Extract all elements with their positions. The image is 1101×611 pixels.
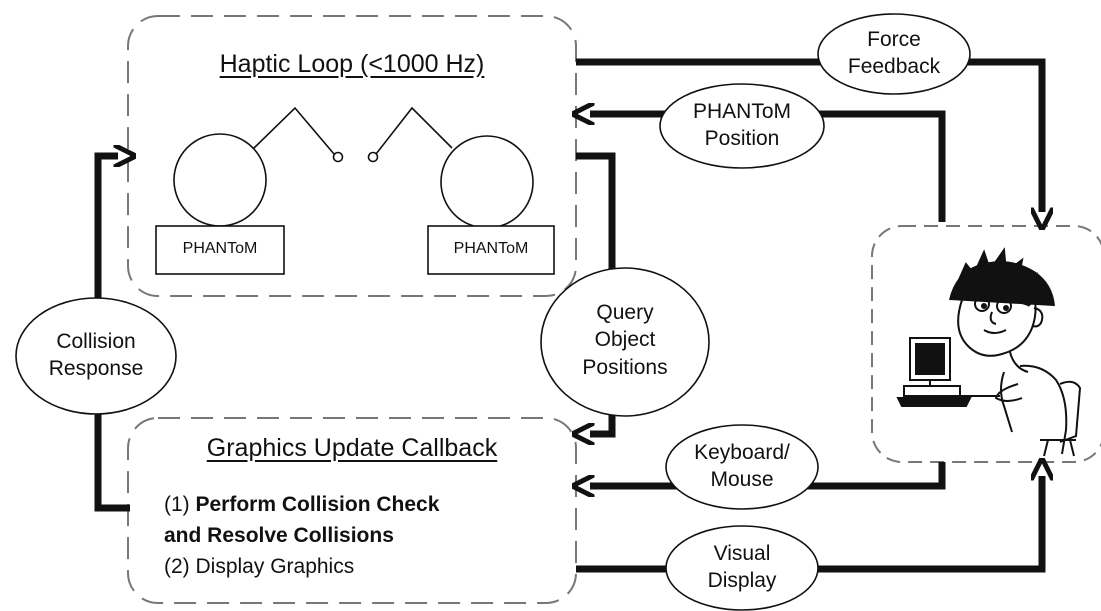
keyboard-mouse-ellipse <box>665 424 819 510</box>
collision-response-line-2: Response <box>48 357 144 381</box>
keyboard-mouse-line-1: Keyboard/ <box>694 441 790 464</box>
force-feedback-arrow <box>576 58 1042 212</box>
graphics-step-1-number: (1) <box>164 493 196 516</box>
phantom-position-ellipse <box>659 83 825 169</box>
graphics-steps-list: (1) Perform Collision Check and Resolve … <box>164 489 439 582</box>
graphics-step-1-line-2: and Resolve Collisions <box>164 520 439 551</box>
collision-response-ellipse <box>15 297 177 415</box>
graphics-step-1-line-1: (1) Perform Collision Check <box>164 489 439 520</box>
phantom-position-label: PHANToM Position <box>660 98 824 153</box>
visual-display-line-2: Display <box>707 569 777 593</box>
force-feedback-label: Force Feedback <box>818 26 970 81</box>
query-positions-line-1: Query <box>596 301 654 324</box>
query-positions-ellipse <box>540 267 710 417</box>
collision-response-line-1: Collision <box>56 330 136 353</box>
visual-display-ellipse <box>665 525 819 611</box>
query-positions-line-2: Object <box>594 328 656 352</box>
phantom-position-line-1: PHANToM <box>692 100 792 123</box>
force-feedback-line-2: Feedback <box>847 55 941 79</box>
phantom-device-left-icon <box>155 106 344 275</box>
visual-display-line-1: Visual <box>713 542 771 565</box>
user-at-computer-icon <box>896 247 1082 457</box>
phantom-position-line-2: Position <box>704 127 780 151</box>
graphics-step-1-text-b: and Resolve Collisions <box>164 524 394 547</box>
collision-response-label: Collision Response <box>16 328 176 383</box>
graphics-callback-title: Graphics Update Callback <box>206 434 498 462</box>
haptic-loop-title: Haptic Loop (<1000 Hz) <box>219 50 485 78</box>
phantom-label-right: PHANToM <box>453 240 529 257</box>
force-feedback-line-1: Force <box>867 28 921 51</box>
keyboard-mouse-label: Keyboard/ Mouse <box>666 439 818 494</box>
force-feedback-ellipse <box>817 13 971 95</box>
query-positions-label: Query Object Positions <box>541 299 709 381</box>
phantom-device-right-icon <box>367 106 555 275</box>
graphics-step-1-text-a: Perform Collision Check <box>195 493 440 516</box>
graphics-step-2: (2) Display Graphics <box>164 555 355 578</box>
query-positions-line-3: Positions <box>582 355 668 379</box>
phantom-label-left: PHANToM <box>182 240 258 257</box>
visual-display-label: Visual Display <box>666 540 818 595</box>
keyboard-mouse-line-2: Mouse <box>710 468 774 492</box>
user-box <box>871 225 1101 463</box>
